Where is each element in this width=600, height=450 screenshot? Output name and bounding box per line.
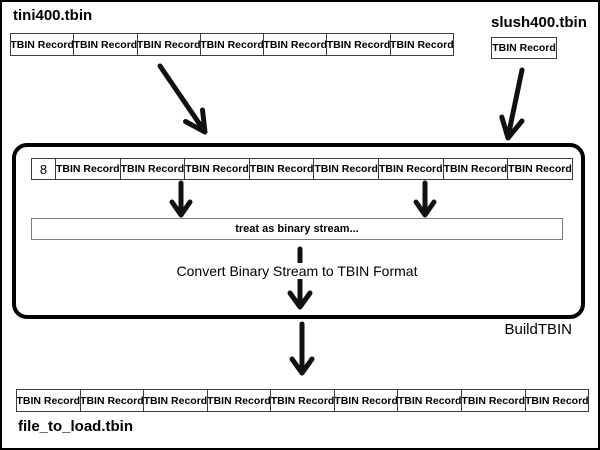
arrow-records-to-stream-left-icon	[169, 180, 193, 218]
tbin-record-cell: TBIN Record	[263, 33, 328, 56]
tbin-record-cell: TBIN Record	[143, 389, 208, 412]
input-right-record-row: TBIN Record	[491, 37, 557, 59]
tbin-record-cell: TBIN Record	[442, 158, 509, 180]
tbin-record-cell: TBIN Record	[333, 389, 399, 412]
record-count-cell: 8	[31, 158, 56, 180]
build-box-caption: BuildTBIN	[504, 321, 572, 338]
tbin-record-cell: TBIN Record	[377, 158, 444, 180]
binary-stream-box: treat as binary stream...	[31, 218, 563, 240]
tbin-record-cell: TBIN Record	[397, 389, 462, 412]
tbin-record-cell: TBIN Record	[184, 158, 250, 180]
tbin-record-cell: TBIN Record	[199, 33, 265, 56]
tbin-record-cell: TBIN Record	[248, 158, 315, 180]
convert-step-label: Convert Binary Stream to TBIN Format	[171, 263, 423, 279]
tbin-record-cell: TBIN Record	[491, 37, 557, 59]
tbin-record-cell: TBIN Record	[389, 33, 454, 56]
build-tbin-box	[12, 143, 585, 319]
binary-stream-label: treat as binary stream...	[235, 223, 359, 235]
tbin-record-cell: TBIN Record	[326, 33, 391, 56]
arrow-right-input-to-build-icon	[499, 67, 525, 141]
tbin-record-cell: TBIN Record	[79, 389, 145, 412]
arrow-left-input-to-build-icon	[157, 63, 208, 135]
input-left-file-label: tini400.tbin	[13, 7, 93, 24]
convert-step: Convert Binary Stream to TBIN Format	[31, 263, 563, 279]
tbin-record-cell: TBIN Record	[73, 33, 138, 56]
arrow-build-to-output-icon	[289, 321, 315, 376]
input-right-file-label: slush400.tbin	[491, 14, 587, 31]
tbin-record-cell: TBIN Record	[16, 389, 81, 412]
tbin-record-cell: TBIN Record	[313, 158, 379, 180]
tbin-record-cell: TBIN Record	[206, 389, 272, 412]
arrow-records-to-stream-right-icon	[413, 180, 437, 218]
tbin-record-cell: TBIN Record	[270, 389, 335, 412]
tbin-record-cell: TBIN Record	[460, 389, 526, 412]
tbin-record-cell: TBIN Record	[119, 158, 186, 180]
output-file-label: file_to_load.tbin	[18, 418, 134, 435]
tbin-record-cell: TBIN Record	[136, 33, 201, 56]
tbin-record-cell: TBIN Record	[10, 33, 75, 56]
tbin-record-cell: TBIN Record	[507, 158, 573, 180]
tbin-record-cell: TBIN Record	[524, 389, 590, 412]
arrow-stream-to-convert-icon	[287, 246, 313, 310]
tbin-record-cell: TBIN Record	[55, 158, 121, 180]
